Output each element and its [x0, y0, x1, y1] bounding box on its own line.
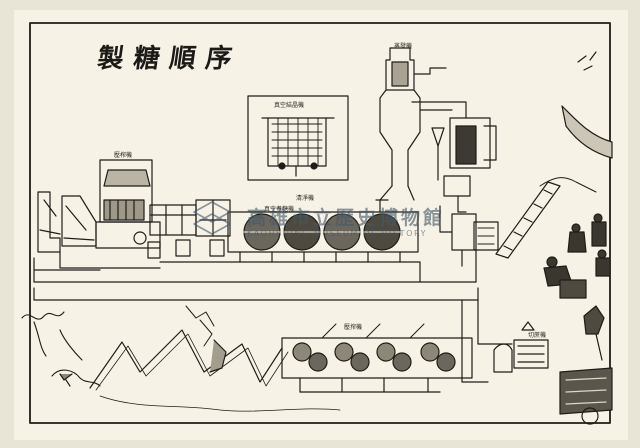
- cane-pile: [21, 311, 83, 361]
- cane-cart: [559, 305, 613, 425]
- label-inset-caption: 真空結晶機: [274, 102, 305, 109]
- watermark-sub: KAOHSIUNG MUSEUM OF HISTORY: [247, 229, 428, 238]
- watermark-main: 高雄市立歷史博物館: [247, 207, 446, 229]
- label-left-machine: 壓榨機: [114, 152, 133, 159]
- lower-loop-pipe: [33, 287, 489, 383]
- top-right-chute: [561, 105, 613, 159]
- sugar-conveyor: [495, 177, 597, 259]
- clarifier-tanks: [147, 199, 231, 259]
- lower-right-tank: [493, 321, 549, 373]
- label-top-tower: 蒸發機: [394, 43, 413, 50]
- zigzag-conveyor: [89, 329, 283, 389]
- roller-mills: [281, 323, 473, 393]
- bottom-wave: [99, 395, 341, 412]
- upper-process-row: [33, 47, 613, 299]
- worker-figures: [543, 213, 611, 299]
- page-border: [29, 22, 611, 424]
- upper-main-pipe: [33, 251, 477, 283]
- evaporator-tower: [375, 47, 467, 213]
- label-middle-upper: 清淨機: [296, 195, 315, 202]
- label-middle-pans: 真空煮糖機: [264, 206, 295, 213]
- label-lower-right: 切蔗機: [528, 332, 547, 339]
- centrifuge-cluster: [431, 117, 499, 283]
- vacuum-pan-row: [227, 211, 419, 263]
- crusher-machine: [95, 159, 161, 249]
- inset-detail-box: [247, 95, 349, 181]
- label-lower-rollers: 壓搾機: [344, 324, 363, 331]
- watermark-emblem: [193, 201, 231, 235]
- lower-process-row: [21, 287, 613, 425]
- left-feed-channel: [37, 191, 61, 253]
- top-right-marks: [577, 51, 597, 71]
- page-title: 製糖順序: [95, 44, 244, 74]
